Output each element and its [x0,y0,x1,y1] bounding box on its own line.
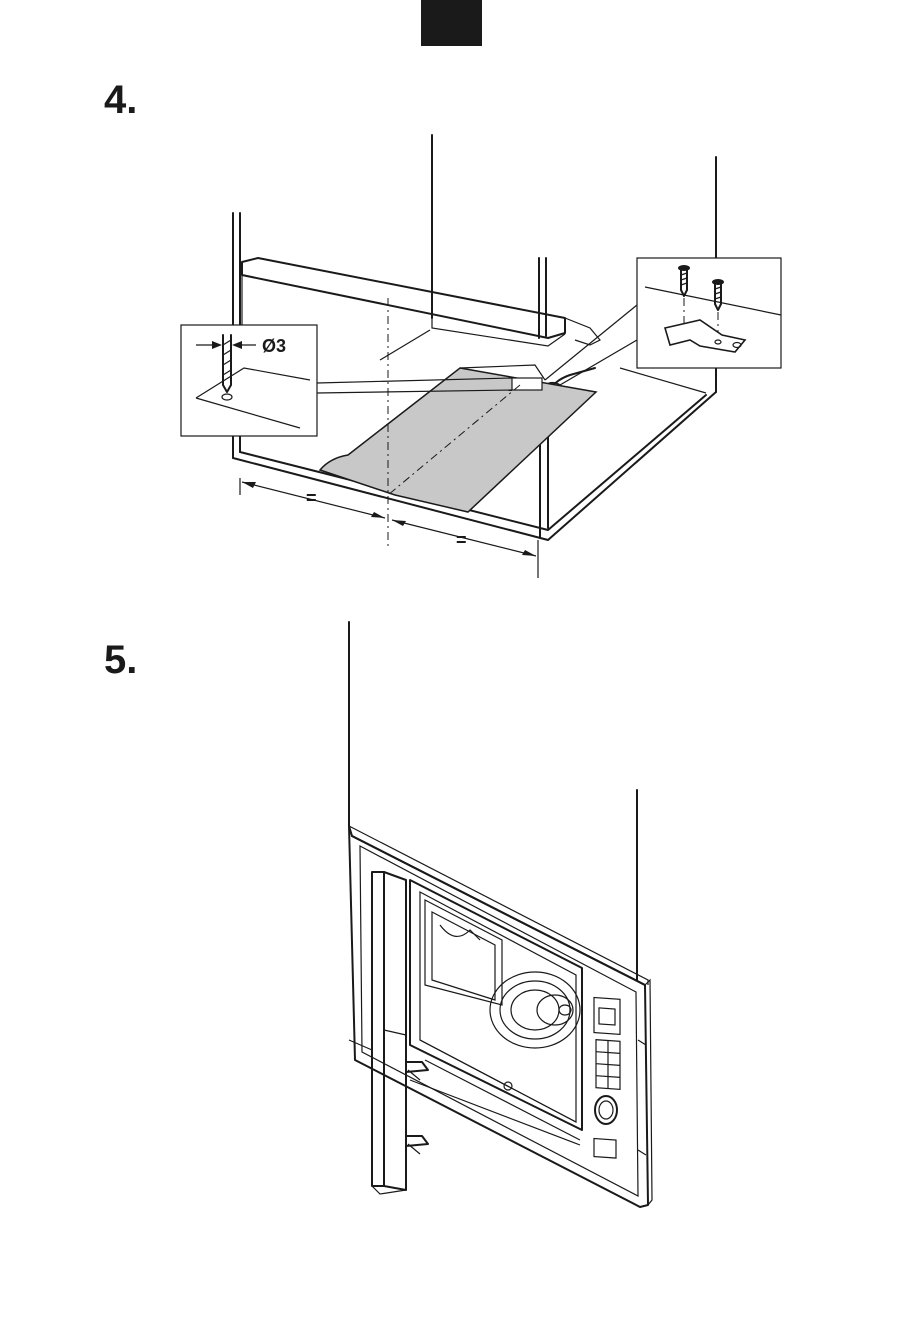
bracket-detail-callout [545,258,781,385]
equal-mark-left: = [306,488,317,508]
drill-diameter-label: Ø3 [262,336,286,356]
control-buttons [596,1040,620,1090]
dial-knob-icon [595,1096,617,1124]
equal-mark-right: = [456,530,467,550]
figure-5-microwave [349,622,652,1207]
